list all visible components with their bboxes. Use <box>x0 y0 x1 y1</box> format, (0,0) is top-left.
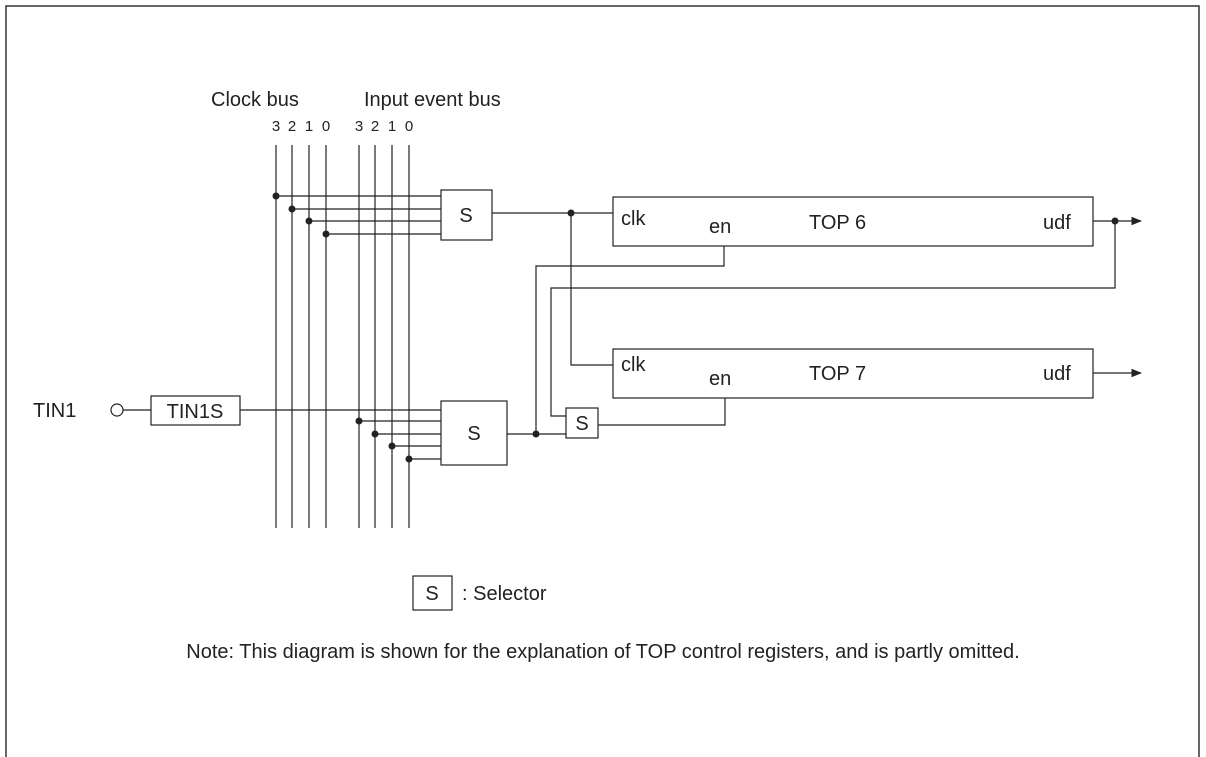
top6-name: TOP 6 <box>809 212 866 234</box>
lower-selector <box>440 400 508 466</box>
top7-name: TOP 7 <box>809 363 866 385</box>
event-bus-bit-1: 1 <box>388 118 396 135</box>
clock-bus-bit-3: 3 <box>272 118 280 135</box>
lower-selector-inputs <box>355 417 441 463</box>
input-event-bus-lines <box>358 145 410 528</box>
tin1-pin-label: TIN1 <box>33 400 76 422</box>
upper-selector-label: S <box>459 205 472 227</box>
en-selector <box>565 407 599 439</box>
top6-udf-label: udf <box>1043 212 1071 234</box>
event-bus-bit-0: 0 <box>405 118 413 135</box>
top6-en-wire <box>535 246 725 434</box>
top7-udf-label: udf <box>1043 363 1071 385</box>
top7-block <box>612 348 1094 399</box>
top6-block <box>612 196 1094 247</box>
legend-selector-symbol: S <box>425 583 438 605</box>
upper-selector-inputs <box>272 192 441 238</box>
event-bus-bit-3: 3 <box>355 118 363 135</box>
diagram-frame <box>5 5 1200 757</box>
upper-selector <box>440 189 493 241</box>
lower-selector-label: S <box>467 423 480 445</box>
top6-clk-label: clk <box>621 208 646 230</box>
clock-wiring <box>492 209 613 366</box>
diagram-note: Note: This diagram is shown for the expl… <box>186 641 1019 663</box>
clock-bus-label: Clock bus <box>211 89 299 111</box>
top7-clk-label: clk <box>621 354 646 376</box>
en-selector-label: S <box>575 413 588 435</box>
input-event-bus-label: Input event bus <box>364 89 501 111</box>
lower-selector-output <box>507 430 566 438</box>
clock-bus-bit-0: 0 <box>322 118 330 135</box>
top7-en-wire <box>598 398 726 426</box>
tin1-pin-icon <box>110 403 124 417</box>
tin1s-label: TIN1S <box>167 401 224 423</box>
clock-bus-bit-1: 1 <box>305 118 313 135</box>
top7-en-label: en <box>709 368 731 390</box>
legend-selector-box <box>412 575 453 611</box>
legend-text: : Selector <box>462 583 547 605</box>
clock-bus-bit-2: 2 <box>288 118 296 135</box>
clock-bus-lines <box>275 145 327 528</box>
event-bus-bit-2: 2 <box>371 118 379 135</box>
top6-udf-output <box>550 216 1143 417</box>
top6-en-label: en <box>709 216 731 238</box>
